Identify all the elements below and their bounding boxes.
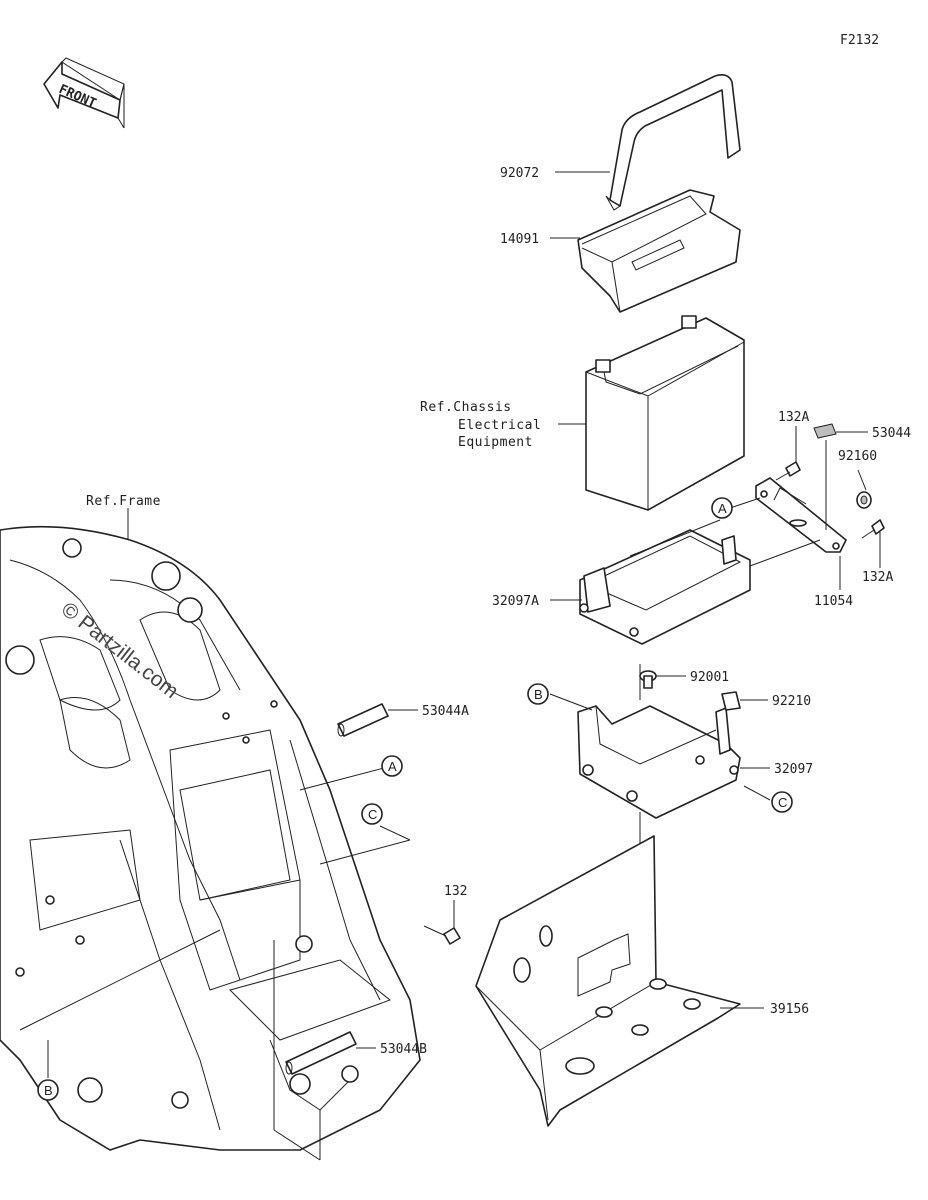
guard-39156: [475, 835, 741, 1127]
battery: [585, 315, 745, 511]
label-132A-top: 132A: [778, 410, 809, 425]
leader-frame-down2: [273, 1129, 321, 1161]
label-53044B: 53044B: [380, 1042, 427, 1057]
label-132: 132: [444, 884, 467, 899]
label-92001: 92001: [690, 670, 729, 685]
ref-chassis-line3: Equipment: [458, 435, 533, 450]
ref-frame: Ref.Frame: [86, 494, 161, 509]
leader-callout-c-frame: [379, 825, 411, 841]
callout-b-frame: [37, 1079, 59, 1101]
front-arrow-icon: FRONT: [43, 57, 125, 129]
grommet-92160-icon: [856, 491, 872, 509]
bracket-11054: [755, 477, 847, 553]
bracket-32097: [577, 705, 741, 819]
figure-id: F2132: [840, 33, 879, 48]
label-53044: 53044: [872, 426, 911, 441]
spacer-53044B-icon: [285, 1031, 357, 1075]
bolt-132A-top-icon: [775, 461, 801, 481]
bolt-132-icon: [423, 925, 461, 945]
bolt-92001-icon: [639, 670, 657, 689]
callout-b-top-text: B: [534, 687, 543, 702]
callout-a-top: [711, 497, 733, 519]
label-132A-bottom: 132A: [862, 570, 893, 585]
callout-c-right-text: C: [778, 795, 787, 810]
leader-callout-b-frame2: [19, 929, 221, 1031]
leader-callout-c-right: [743, 785, 771, 801]
label-92210: 92210: [772, 694, 811, 709]
frame-assembly: [0, 525, 421, 1151]
ref-chassis-line1: Ref.Chassis: [420, 400, 512, 415]
battery-cover-14091: [577, 189, 741, 313]
callout-a-frame: [381, 755, 403, 777]
leader-92160: [857, 469, 867, 491]
callout-c-frame-text: C: [368, 807, 377, 822]
bolt-132A-bottom-icon: [861, 519, 885, 539]
label-92160: 92160: [838, 449, 877, 464]
label-92072: 92072: [500, 166, 539, 181]
spacer-53044-icon: [813, 423, 837, 439]
label-32097: 32097: [774, 762, 813, 777]
callout-a-top-text: A: [718, 501, 727, 516]
leader-callout-c-frame2: [319, 839, 411, 865]
callout-c-right: [771, 791, 793, 813]
leader-tray-link2: [749, 539, 821, 567]
callout-b-frame-text: B: [44, 1083, 53, 1098]
leader-callout-a-frame: [299, 767, 385, 791]
label-53044A: 53044A: [422, 704, 469, 719]
battery-tray-32097A: [579, 529, 751, 645]
clip-92210-icon: [721, 691, 741, 711]
callout-b-top: [527, 683, 549, 705]
label-32097A: 32097A: [492, 594, 539, 609]
label-39156: 39156: [770, 1002, 809, 1017]
leader-callout-a-top: [729, 497, 761, 509]
battery-strap-92072: [605, 74, 741, 211]
spacer-53044A-icon: [337, 703, 389, 737]
callout-c-frame: [361, 803, 383, 825]
leader-callout-b-top: [549, 693, 593, 711]
leader-tray-link1: [629, 519, 721, 557]
label-14091: 14091: [500, 232, 539, 247]
label-11054: 11054: [814, 594, 853, 609]
ref-chassis-line2: Electrical: [458, 418, 541, 433]
callout-a-frame-text: A: [388, 759, 397, 774]
